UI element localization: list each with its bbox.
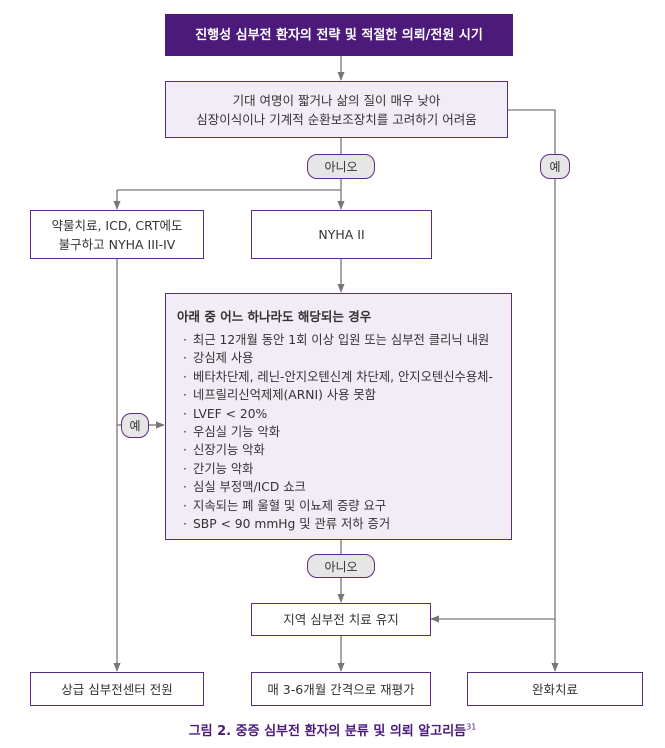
nyha-3-4-line-2: 불구하고 NYHA III-IV [58, 236, 176, 252]
maintain-box: 지역 심부전 치료 유지 [251, 603, 431, 636]
criteria-list: 최근 12개월 동안 1회 이상 입원 또는 심부전 클리닉 내원 강심제 사용… [177, 331, 501, 534]
criteria-item: 지속되는 폐 울혈 및 이뇨제 증량 요구 [177, 497, 501, 516]
caption-text: 그림 2. 중증 심부전 환자의 분류 및 의뢰 알고리듬 [188, 724, 467, 739]
criteria-item: 우심실 기능 악화 [177, 423, 501, 442]
title-box: 진행성 심부전 환자의 전략 및 적절한 의뢰/전원 시기 [165, 14, 513, 56]
no-label-2: 아니오 [307, 554, 375, 578]
yes-label-1: 예 [540, 154, 570, 179]
transfer-box: 상급 심부전센터 전원 [30, 672, 204, 706]
nyha-3-4-box: 약물치료, ICD, CRT에도 불구하고 NYHA III-IV [30, 210, 204, 259]
title-text: 진행성 심부전 환자의 전략 및 적절한 의뢰/전원 시기 [195, 27, 483, 43]
criteria-item: 신장기능 악화 [177, 441, 501, 460]
criteria-box: 아래 중 어느 하나라도 해당되는 경우 최근 12개월 동안 1회 이상 입원… [165, 293, 512, 540]
criteria-item: 최근 12개월 동안 1회 이상 입원 또는 심부전 클리닉 내원 [177, 331, 501, 350]
criteria-item-continued: 네프릴리신억제제(ARNI) 사용 못함 [177, 386, 501, 405]
criteria-item: 간기능 악화 [177, 460, 501, 479]
nyha-3-4-line-1: 약물치료, ICD, CRT에도 [51, 217, 183, 233]
yes-label-2: 예 [121, 413, 149, 438]
nyha-2-box: NYHA II [251, 210, 432, 259]
criteria-heading: 아래 중 어느 하나라도 해당되는 경우 [177, 309, 372, 324]
no-label-1: 아니오 [307, 154, 375, 179]
figure-caption: 그림 2. 중증 심부전 환자의 분류 및 의뢰 알고리듬31 [0, 720, 665, 739]
question-box: 기대 여명이 짧거나 삶의 질이 매우 낮아 심장이식이나 기계적 순환보조장치… [165, 81, 508, 138]
question-line-2: 심장이식이나 기계적 순환보조장치를 고려하기 어려움 [196, 111, 477, 127]
criteria-item: 베타차단제, 레닌-안지오텐신계 차단제, 안지오텐신수용체- [177, 368, 501, 387]
question-line-1: 기대 여명이 짧거나 삶의 질이 매우 낮아 [232, 92, 441, 108]
caption-reference: 31 [466, 722, 477, 732]
criteria-item: SBP < 90 mmHg 및 관류 저하 증거 [177, 515, 501, 534]
line-question-to-yes [508, 109, 556, 154]
reassess-box: 매 3-6개월 간격으로 재평가 [251, 672, 431, 706]
criteria-item: 강심제 사용 [177, 349, 501, 368]
criteria-item: LVEF < 20% [177, 405, 501, 424]
criteria-item: 심실 부정맥/ICD 쇼크 [177, 478, 501, 497]
palliative-box: 완화치료 [467, 672, 643, 706]
